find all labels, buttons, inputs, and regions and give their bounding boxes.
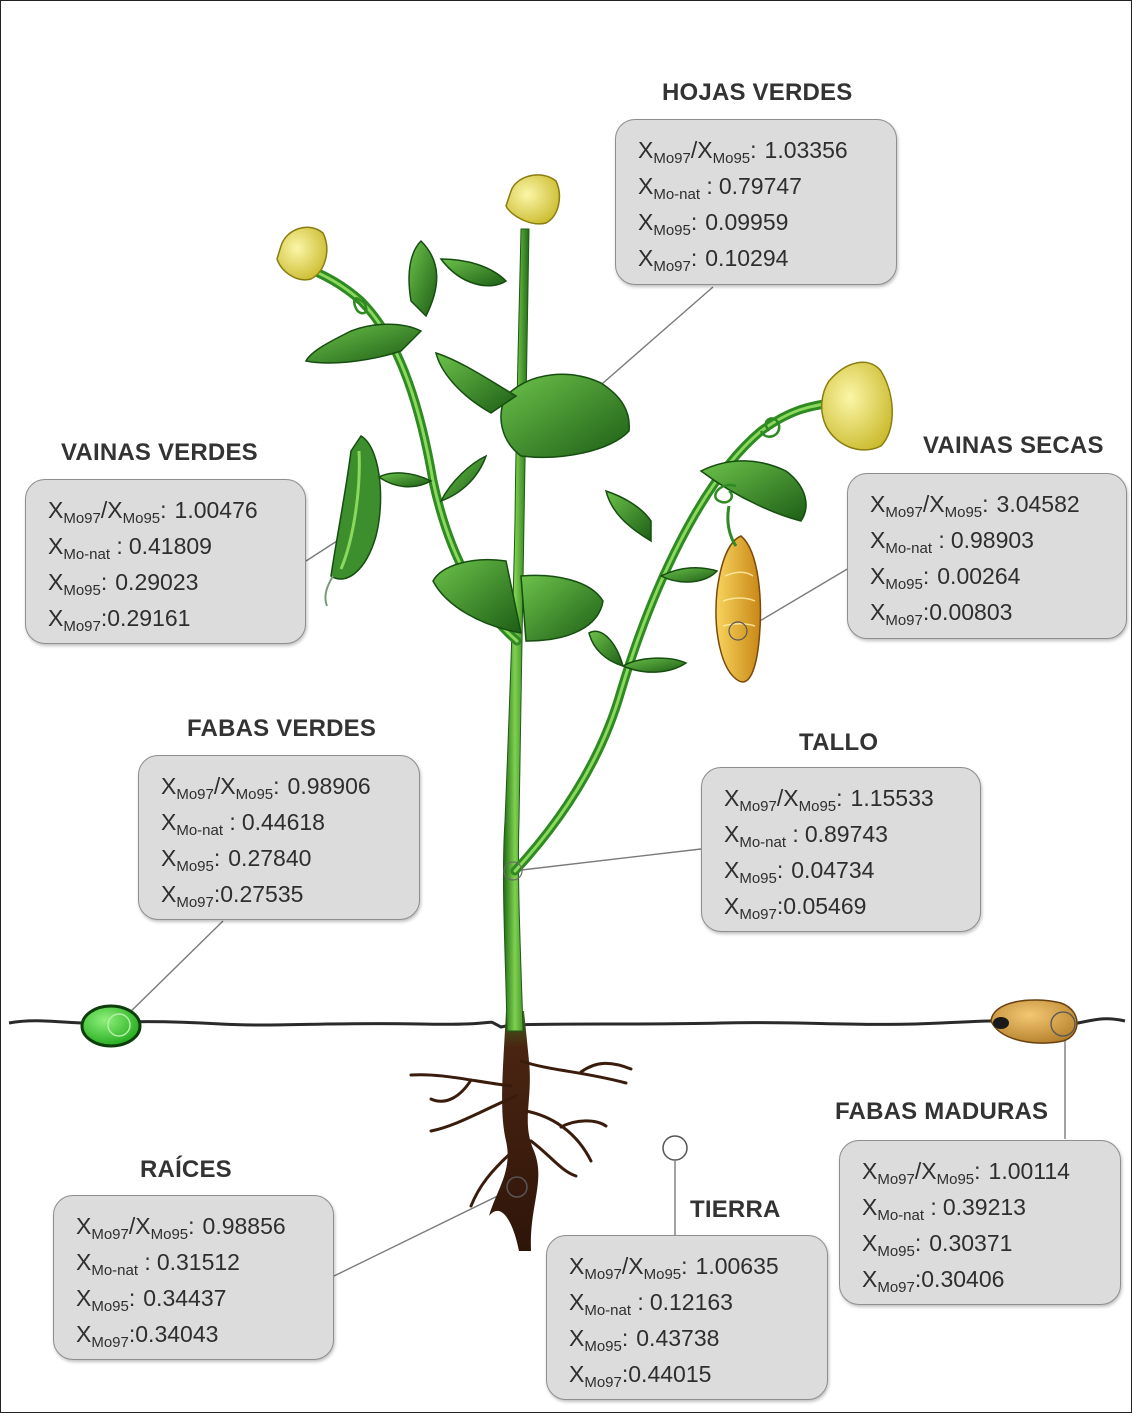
m97-row: XMo97:0.10294 (638, 240, 880, 276)
m97-row: XMo97:0.29161 (48, 600, 289, 636)
m97-value: 0.30406 (921, 1266, 1004, 1292)
title-tallo: TALLO (799, 729, 878, 757)
nat-value: 0.12163 (650, 1289, 733, 1315)
title-vainas-secas: VAINAS SECAS (923, 432, 1104, 460)
m97-value: 0.27535 (220, 881, 303, 907)
panel-vainas-verdes: XMo97/XMo95:1.00476 XMo-nat :0.41809 XMo… (25, 479, 306, 644)
panel-tierra: XMo97/XMo95:1.00635 XMo-nat :0.12163 XMo… (546, 1235, 828, 1400)
m97-value: 0.10294 (705, 245, 788, 271)
panel-fabas-maduras: XMo97/XMo95:1.00114 XMo-nat :0.39213 XMo… (839, 1140, 1121, 1305)
panel-tallo: XMo97/XMo95:1.15533 XMo-nat :0.89743 XMo… (701, 767, 981, 932)
panel-hojas-verdes: XMo97/XMo95:1.03356 XMo-nat :0.79747 XMo… (615, 119, 897, 285)
m95-row: XMo95:0.27840 (161, 840, 403, 876)
m95-row: XMo95:0.29023 (48, 564, 289, 600)
panel-vainas-secas: XMo97/XMo95:3.04582 XMo-nat :0.98903 XMo… (847, 473, 1127, 639)
title-raices: RAÍCES (140, 1156, 232, 1184)
ratio-value: 1.03356 (765, 137, 848, 163)
ratio-row: XMo97/XMo95:1.03356 (638, 132, 880, 168)
title-vainas-verdes: VAINAS VERDES (61, 439, 258, 467)
m97-row: XMo97:0.44015 (569, 1356, 811, 1392)
m95-row: XMo95:0.00264 (870, 558, 1110, 594)
ratio-value: 0.98856 (203, 1213, 286, 1239)
m95-value: 0.43738 (636, 1325, 719, 1351)
soil-line (9, 1019, 1125, 1027)
m95-value: 0.30371 (929, 1230, 1012, 1256)
title-tierra: TIERRA (690, 1196, 781, 1224)
ratio-row: XMo97/XMo95:0.98906 (161, 768, 403, 804)
ratio-value: 1.15533 (851, 785, 934, 811)
ratio-value: 1.00114 (989, 1158, 1070, 1184)
m95-value: 0.00264 (937, 563, 1020, 589)
m95-row: XMo95:0.04734 (724, 852, 964, 888)
m97-value: 0.29161 (107, 605, 190, 631)
roots (411, 1011, 631, 1251)
m97-value: 0.34043 (135, 1321, 218, 1347)
m95-row: XMo95:0.34437 (76, 1280, 317, 1316)
ratio-row: XMo97/XMo95:1.00114 (862, 1153, 1104, 1189)
nat-value: 0.98903 (951, 527, 1034, 553)
m95-row: XMo95:0.30371 (862, 1225, 1104, 1261)
m97-row: XMo97:0.00803 (870, 594, 1110, 630)
ratio-row: XMo97/XMo95:3.04582 (870, 486, 1110, 522)
m95-row: XMo95:0.09959 (638, 204, 880, 240)
nat-value: 0.44618 (242, 809, 325, 835)
nat-row: XMo-nat :0.41809 (48, 528, 289, 564)
soil-marker-icon (663, 1136, 687, 1160)
nat-row: XMo-nat :0.31512 (76, 1244, 317, 1280)
nat-row: XMo-nat :0.79747 (638, 168, 880, 204)
m97-row: XMo97:0.34043 (76, 1316, 317, 1352)
m95-value: 0.09959 (705, 209, 788, 235)
nat-value: 0.39213 (943, 1194, 1026, 1220)
m95-value: 0.04734 (791, 857, 874, 883)
nat-row: XMo-nat :0.44618 (161, 804, 403, 840)
nat-row: XMo-nat :0.39213 (862, 1189, 1104, 1225)
title-hojas-verdes: HOJAS VERDES (662, 79, 852, 107)
m97-value: 0.05469 (783, 893, 866, 919)
nat-row: XMo-nat :0.12163 (569, 1284, 811, 1320)
nat-value: 0.41809 (129, 533, 212, 559)
ratio-row: XMo97/XMo95:1.15533 (724, 780, 964, 816)
m95-value: 0.34437 (143, 1285, 226, 1311)
m97-value: 0.44015 (628, 1361, 711, 1387)
m97-row: XMo97:0.05469 (724, 888, 964, 924)
mature-bean-icon (991, 1000, 1077, 1043)
ratio-row: XMo97/XMo95:1.00476 (48, 492, 289, 528)
m97-value: 0.00803 (929, 599, 1012, 625)
panel-raices: XMo97/XMo95:0.98856 XMo-nat :0.31512 XMo… (53, 1195, 334, 1360)
title-fabas-verdes: FABAS VERDES (187, 715, 376, 743)
ratio-row: XMo97/XMo95:1.00635 (569, 1248, 811, 1284)
m97-row: XMo97:0.30406 (862, 1261, 1104, 1297)
title-fabas-maduras: FABAS MADURAS (835, 1098, 1048, 1126)
m95-value: 0.29023 (115, 569, 198, 595)
green-pod (325, 436, 380, 606)
nat-row: XMo-nat :0.98903 (870, 522, 1110, 558)
ratio-row: XMo97/XMo95:0.98856 (76, 1208, 317, 1244)
green-bean-icon (82, 1006, 140, 1046)
m97-row: XMo97:0.27535 (161, 876, 403, 912)
panel-fabas-verdes: XMo97/XMo95:0.98906 XMo-nat :0.44618 XMo… (138, 755, 420, 920)
nat-value: 0.89743 (805, 821, 888, 847)
ratio-value: 1.00635 (696, 1253, 779, 1279)
nat-value: 0.31512 (157, 1249, 240, 1275)
ratio-value: 0.98906 (288, 773, 371, 799)
nat-value: 0.79747 (719, 173, 802, 199)
ratio-value: 3.04582 (997, 491, 1080, 517)
ratio-value: 1.00476 (175, 497, 258, 523)
nat-row: XMo-nat :0.89743 (724, 816, 964, 852)
m95-row: XMo95:0.43738 (569, 1320, 811, 1356)
dry-pod (716, 506, 760, 682)
m95-value: 0.27840 (228, 845, 311, 871)
